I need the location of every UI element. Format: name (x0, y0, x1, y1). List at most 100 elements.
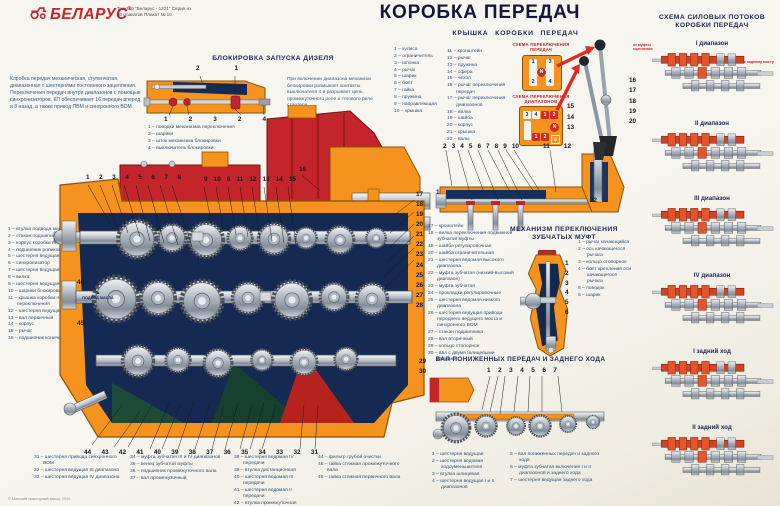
callout-number: 38 (188, 449, 196, 456)
part-list-item: 5 – вал пониженных передач и заднего ход… (510, 452, 599, 464)
power-flows-title: СХЕМА СИЛОВЫХ ПОТОКОВ КОРОБКИ ПЕРЕДАЧ (658, 14, 766, 30)
part-list-item: 4 – рычаг (394, 67, 416, 73)
copyright-line: © Минский тракторный завод. 1999 (8, 497, 71, 501)
part-list-item: 3 – шток механизма блокировки (148, 138, 221, 144)
callout-number: 13 (262, 176, 270, 183)
right-arrow-icon: → (770, 54, 774, 58)
gear-pos-1: 1 (531, 59, 535, 65)
callout-number: 26 (416, 281, 424, 289)
part-list-item: 4 – шестерня ведущая I и II диапазонов (432, 478, 495, 491)
callout-number: 3 (213, 116, 217, 123)
callout-number: 4 (460, 143, 464, 150)
low-shaft-parts-5-7: 5 – вал пониженных передач и заднего ход… (510, 452, 610, 485)
part-list-item: 22 – муфта зубчатая (низкий-высокий диап… (428, 270, 514, 283)
callout-number: 1 (164, 116, 168, 123)
part-list-item: 12 – рычаг (447, 55, 472, 61)
callout-number: 6 (477, 143, 481, 150)
part-list-item: 21 – крышка (447, 130, 476, 136)
callout-number: 2 (237, 116, 242, 123)
part-list-item: 44 – фильтр грубой очистки (318, 455, 381, 460)
part-list-item: 6 – шарик (578, 293, 601, 299)
part-list-item: 13 – пружина (447, 62, 478, 68)
callout-number: 13 (567, 124, 575, 131)
callout-number: 1 (487, 367, 491, 374)
blokirovka-illustration (143, 73, 274, 117)
part-list-item: 1 – втулка подвода масла (8, 227, 67, 232)
part-list-item: 25 – шестерня ведомая низкого диапазона (428, 297, 501, 309)
callout-number: 31 (310, 449, 318, 456)
callout-number: 6 (226, 176, 231, 183)
callout-number: 12 (563, 143, 571, 150)
up-arrow-icon: ▲ (95, 290, 101, 296)
part-list-item: 46 – гайка стяжная первичного вала (318, 474, 401, 480)
part-list-item: 35 – венец зубчатой муфты (130, 461, 193, 467)
power-flow-diagram-5 (652, 356, 774, 409)
part-list-item: 32 – шестерня ведущая III диапазона (34, 468, 119, 474)
callout-number: 5 (531, 367, 535, 374)
brand-name: БЕЛАРУС (50, 6, 128, 23)
gear-pos-2: 2 (531, 79, 535, 85)
part-list-item: 2 – ось качающегося рычага (578, 246, 626, 259)
callout-number: 7 (486, 143, 490, 150)
callout-number: 44 (84, 449, 92, 456)
callout-number: 24 (416, 261, 424, 269)
range-pos-low-2: 2 (541, 133, 549, 141)
callout-number: 17 (416, 191, 424, 198)
callout-number: 6 (151, 174, 155, 181)
mechanism-illustration (520, 250, 576, 360)
callout-number: 15 (288, 176, 296, 183)
intro-paragraph: Коробка передач механическая, ступенчата… (10, 76, 141, 110)
callout-number: 37 (206, 449, 214, 456)
part-list-item: 41 – шестерня ведомая II передачи (234, 488, 292, 500)
part-list-item: 6 – синхронизатор (8, 261, 50, 267)
part-list-item: 1 – рычаг качающийся (578, 240, 630, 245)
callout-number: 16 (629, 77, 637, 84)
part-list-item: 2 – стакан подшипника (8, 233, 61, 239)
callout-number: 15 (567, 103, 575, 110)
main-cutaway-illustration (52, 105, 432, 455)
callout-number: 1 (86, 174, 90, 181)
range-pos-neutral: N (550, 123, 559, 132)
callout-number: 8 (494, 143, 499, 150)
power-flow-diagram-6 (652, 432, 774, 485)
callout-number: 2 (99, 174, 103, 181)
part-list-item: 19 – шайба регулировочная (428, 243, 492, 249)
part-list-item: 33 – шестерня ведущая IV диапазона (34, 474, 120, 480)
part-list-item: 17 – рычаг переключения диапазонов (447, 96, 506, 108)
callout-number: 12 (249, 176, 257, 183)
power-flow-label-5: I задний ход (693, 348, 731, 355)
callout-number: 11 (543, 143, 550, 150)
kryshka-cover-illustration (432, 142, 632, 237)
part-list-item: 5 – шестерня ведущая I передачи (8, 254, 85, 260)
part-list-item: 30 – вал с двумя шлицевыми венцами (428, 350, 495, 363)
power-flow-label-4: IV диапазон (693, 272, 731, 279)
gear-shift-pattern: 1 3 2 4 N (522, 55, 562, 91)
part-list-item: 18 – вилка переключения подвижной зубчат… (428, 230, 513, 243)
range-pos-2: 2 (550, 111, 558, 119)
part-list-item: 11 – крышка коробки передач с механизмом… (8, 295, 109, 307)
brand-block: БЕЛАРУС ® (30, 6, 131, 24)
mechanism-title: МЕХАНИЗМ ПЕРЕКЛЮЧЕНИЯ ЗУБЧАТЫХ МУФТ (510, 226, 618, 242)
callout-number: 3 (565, 279, 569, 287)
oil-supply-label: ▲ ПОДВОД МАСЛА (82, 290, 114, 300)
callout-number: 3 (509, 367, 513, 374)
callout-number: 6 (542, 367, 546, 374)
range-pattern-title: СХЕМА ПЕРЕКЛЮЧЕНИЯ ДИАПАЗОНОВ (512, 94, 570, 105)
callout-number: 43 (101, 449, 109, 456)
callout-number: 6 (565, 308, 569, 316)
power-flow-from-label: от муфты сцепления (633, 43, 653, 52)
kryshka-callout-1: 1 (436, 189, 440, 196)
poster-meta: Трактор "Беларус - 1221" Серия из 30 пла… (117, 6, 192, 18)
callout-number: 20 (416, 221, 424, 229)
main-callout-16: 16 (299, 166, 307, 173)
part-list-item: 20 – шайба ограничительная (428, 250, 494, 256)
part-list-item: 5 – поводок (578, 286, 605, 292)
